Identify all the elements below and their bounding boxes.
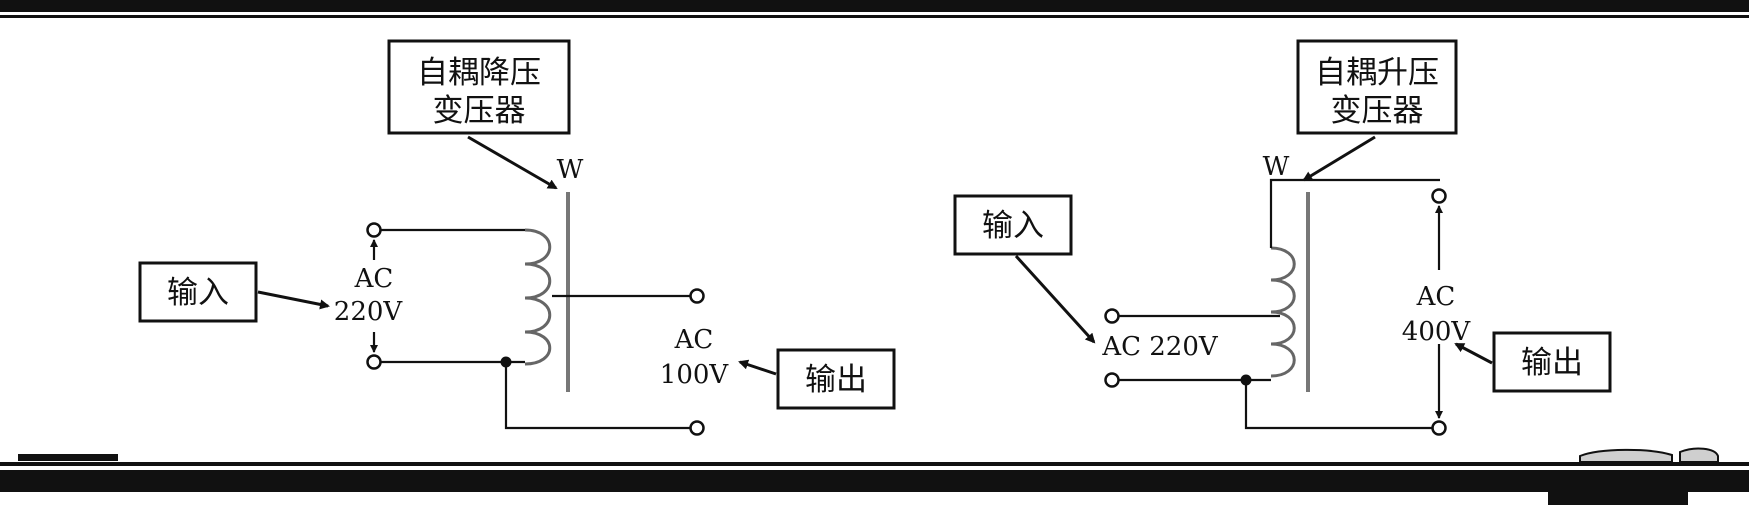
step-down-input-box: 输入	[138, 261, 258, 323]
bottom-border-thin	[0, 462, 1749, 466]
step-up-output-terminal-bottom	[1431, 420, 1447, 436]
step-down-diagram: 自耦降压 变压器 W AC 220V 输入 AC	[138, 39, 896, 436]
step-down-input-terminal-top	[366, 222, 382, 238]
step-up-output-value-line2: 400V	[1402, 317, 1472, 347]
bottom-right-block	[1548, 492, 1688, 505]
step-up-title-pointer	[1302, 135, 1376, 182]
top-border-thin	[0, 15, 1749, 18]
top-border-bar	[0, 0, 1749, 12]
step-up-input-box: 输入	[953, 194, 1073, 256]
step-up-output-value-line1: AC	[1416, 282, 1456, 312]
step-down-output-terminal-top	[689, 288, 705, 304]
step-down-title-box: 自耦降压 变压器	[387, 39, 571, 135]
step-down-coil	[524, 228, 552, 366]
step-up-output-label: 输出	[1521, 345, 1583, 381]
step-up-junction	[1240, 374, 1252, 386]
step-down-output-value-line2: 100V	[660, 360, 730, 390]
step-up-input-terminal-bottom	[1104, 372, 1120, 388]
bottom-left-accent	[18, 454, 118, 461]
step-up-coil	[1270, 246, 1296, 378]
step-up-title-line1: 自耦升压	[1315, 55, 1439, 91]
step-down-input-label: 输入	[167, 275, 229, 311]
decorative-scroll-icon	[1579, 447, 1719, 463]
step-up-input-terminal-top	[1104, 308, 1120, 324]
step-down-title-line1: 自耦降压	[417, 55, 541, 91]
step-up-input-label: 输入	[982, 208, 1044, 244]
step-up-input-value: AC 220V	[1101, 332, 1219, 362]
step-up-output-pointer	[1454, 342, 1493, 365]
step-down-output-box: 输出	[776, 348, 896, 410]
step-up-input-pointer	[1014, 254, 1096, 344]
step-down-output-terminal-bottom	[689, 420, 705, 436]
step-down-title-pointer	[467, 135, 558, 190]
step-down-output-pointer	[738, 359, 777, 376]
step-down-w-label: W	[557, 155, 584, 185]
step-down-input-value-line1: AC	[354, 264, 394, 294]
step-up-output-terminal-top	[1431, 188, 1447, 204]
step-up-w-label: W	[1263, 152, 1290, 182]
step-down-title-line2: 变压器	[433, 93, 526, 129]
step-up-output-box: 输出	[1492, 331, 1612, 393]
step-down-input-terminal-bottom	[366, 354, 382, 370]
step-down-input-value-line2: 220V	[334, 297, 404, 327]
step-up-title-line2: 变压器	[1331, 93, 1424, 129]
step-down-input-pointer	[257, 290, 330, 310]
step-up-top-wire	[1269, 178, 1440, 248]
step-down-junction	[500, 356, 512, 368]
step-down-output-label: 输出	[805, 362, 867, 398]
step-up-title-box: 自耦升压 变压器	[1296, 39, 1458, 135]
step-down-output-value-line1: AC	[674, 325, 714, 355]
step-up-diagram: 自耦升压 变压器 W AC 220V 输入 AC 4	[953, 39, 1612, 436]
step-up-return-wire	[1244, 380, 1432, 430]
step-down-return-wire	[504, 362, 690, 430]
bottom-border-bar	[0, 470, 1749, 492]
